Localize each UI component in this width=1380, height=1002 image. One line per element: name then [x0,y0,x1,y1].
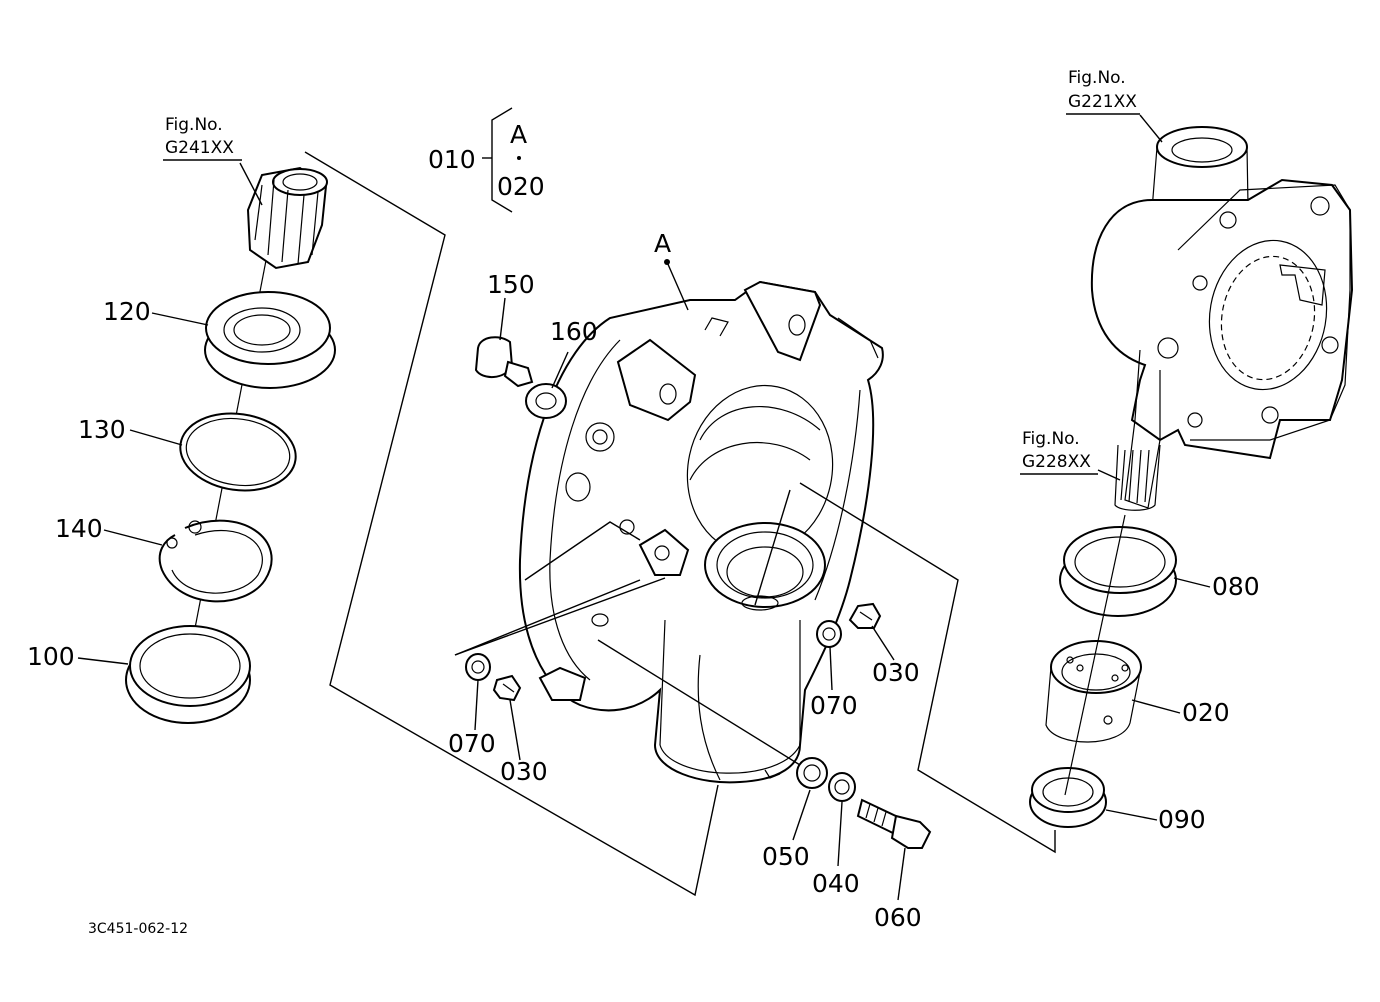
label-030-left: 030 [500,757,548,786]
label-010: 010 [428,145,476,174]
left-stack [125,166,336,724]
bolt-060 [856,798,932,849]
plug-150 [474,336,534,388]
fig-ref-g241-line2: G241XX [165,138,234,158]
label-140: 140 [55,514,103,543]
label-060: 060 [874,903,922,932]
fig-ref-g241: Fig.No. G241XX [163,115,242,161]
label-a-group: A [510,120,527,149]
fig-ref-g221: Fig.No. G221XX [1066,68,1140,115]
oil-seal-100 [125,625,251,724]
washer-040 [828,772,856,802]
label-160: 160 [550,317,598,346]
label-080: 080 [1212,572,1260,601]
label-030-right: 030 [872,658,920,687]
label-100: 100 [27,642,75,671]
fig-ref-g228: Fig.No. G228XX [1020,429,1098,475]
bolt-030-right [848,602,882,629]
label-070-left: 070 [448,729,496,758]
document-code: 3C451-062-12 [88,921,188,937]
washer-050 [796,757,828,789]
washer-160 [525,383,567,419]
fig-ref-g221-line2: G221XX [1068,92,1137,112]
right-knuckle-housing [1090,126,1354,511]
label-050: 050 [762,842,810,871]
fig-ref-g228-line2: G228XX [1022,452,1091,472]
label-040: 040 [812,869,860,898]
fig-ref-g241-line1: Fig.No. [165,115,223,135]
fig-ref-g221-line1: Fig.No. [1068,68,1126,88]
leader-lines [77,114,1211,901]
label-070-right: 070 [810,691,858,720]
washer-070-left [465,653,491,681]
label-150: 150 [487,270,535,299]
group-lines [304,107,1056,897]
bearing-080 [1059,526,1177,617]
bushing-020 [1045,640,1142,743]
seal-090 [1029,767,1107,828]
bevel-pinion-gear [246,166,328,270]
label-090: 090 [1158,805,1206,834]
label-120: 120 [103,297,151,326]
part-labels: 010 A 020 A 150 160 120 130 140 100 070 … [27,120,1260,932]
snap-ring-140 [158,519,273,603]
main-gear-case [518,280,884,784]
label-130: 130 [78,415,126,444]
ball-bearing-120 [204,291,336,389]
washer-070-right [816,620,842,648]
fig-ref-g228-line1: Fig.No. [1022,429,1080,449]
bolt-030-left [492,674,522,702]
label-020: 020 [1182,698,1230,727]
label-a-housing: A [654,229,671,258]
label-020-group: 020 [497,172,545,201]
o-ring-130 [179,412,297,492]
